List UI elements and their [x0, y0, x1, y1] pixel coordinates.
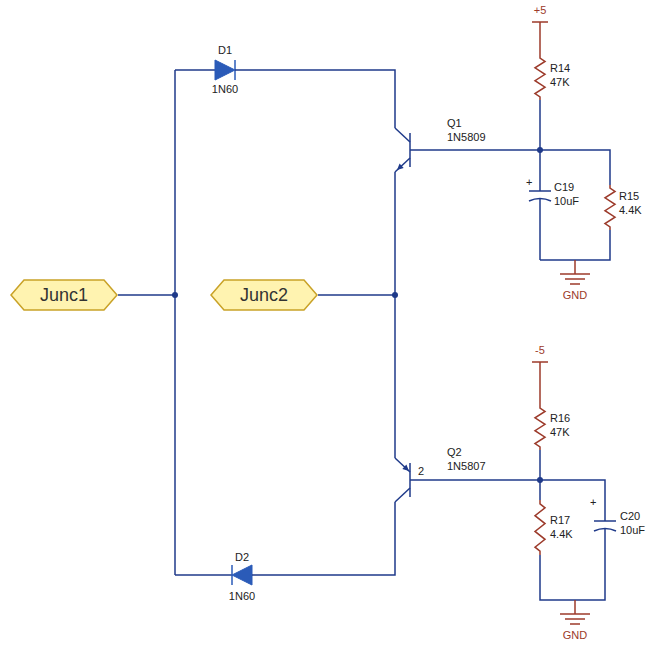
wire: [410, 479, 540, 481]
ground-symbol: [565, 278, 585, 280]
ground-symbol: [560, 613, 590, 615]
part-value: 4.4K: [619, 204, 642, 217]
port-name: Junc1: [40, 285, 88, 306]
capacitor-plate: [529, 190, 551, 192]
power-label: +5: [534, 4, 547, 17]
wire: [394, 172, 396, 458]
transistor-lead: [395, 488, 410, 502]
part-value: 4.4K: [550, 528, 573, 541]
part-value: 1N5809: [447, 131, 486, 144]
wire: [410, 149, 540, 151]
part-name: R14: [550, 62, 570, 75]
part-name: D1: [218, 44, 232, 57]
ground-symbol: [565, 618, 585, 620]
part-name: Q2: [447, 446, 462, 459]
transistor-lead: [395, 458, 410, 472]
part-name: C19: [554, 181, 574, 194]
ground-label: GND: [563, 629, 587, 642]
resistor-symbol: [535, 405, 545, 450]
resistor-symbol: [535, 55, 545, 100]
ground-symbol: [574, 600, 576, 614]
part-value: 10uF: [620, 524, 645, 537]
wire: [118, 294, 175, 296]
part-value: 10uF: [554, 195, 579, 208]
resistor-symbol: [535, 500, 545, 555]
part-name: R16: [550, 412, 570, 425]
ground-symbol: [574, 260, 576, 274]
diode-bar: [231, 565, 233, 585]
wire: [175, 69, 215, 71]
polarity-mark: +: [590, 496, 596, 509]
diode-symbol: [215, 60, 235, 80]
part-name: Q1: [447, 117, 462, 130]
wire: [539, 22, 541, 55]
power-label: -5: [535, 344, 545, 357]
wire: [175, 574, 232, 576]
wire: [539, 100, 541, 191]
port-name: Junc2: [240, 285, 288, 306]
wire: [540, 480, 605, 521]
transistor-arrow: [402, 464, 409, 471]
part-value: 47K: [550, 76, 570, 89]
port-label: Junc2: [210, 279, 318, 311]
wire: [539, 199, 541, 260]
part-value: 1N5807: [447, 460, 486, 473]
wire: [318, 294, 395, 296]
transistor-arrow: [397, 163, 404, 170]
wire: [539, 450, 541, 500]
wire: [174, 70, 176, 575]
ground-symbol: [560, 273, 590, 275]
part-value: 1N60: [229, 590, 255, 603]
wire: [235, 70, 395, 128]
ground-label: GND: [563, 289, 587, 302]
pin-number: 2: [418, 465, 424, 478]
port-label: Junc1: [10, 279, 118, 311]
ground-symbol: [570, 623, 580, 625]
wire: [540, 150, 610, 185]
transistor-lead: [395, 158, 410, 172]
part-name: R17: [550, 514, 570, 527]
part-name: D2: [235, 551, 249, 564]
resistor-symbol: [605, 185, 615, 230]
wire: [539, 362, 541, 405]
wire: [540, 529, 605, 600]
part-value: 1N60: [212, 83, 238, 96]
part-value: 47K: [550, 426, 570, 439]
wire: [540, 230, 610, 260]
ground-symbol: [570, 283, 580, 285]
capacitor-plate: [594, 529, 616, 532]
wire: [252, 502, 395, 575]
diode-symbol: [232, 565, 252, 585]
part-name: C20: [620, 510, 640, 523]
transistor-lead: [395, 128, 410, 142]
part-name: R15: [619, 190, 639, 203]
polarity-mark: +: [526, 176, 532, 189]
